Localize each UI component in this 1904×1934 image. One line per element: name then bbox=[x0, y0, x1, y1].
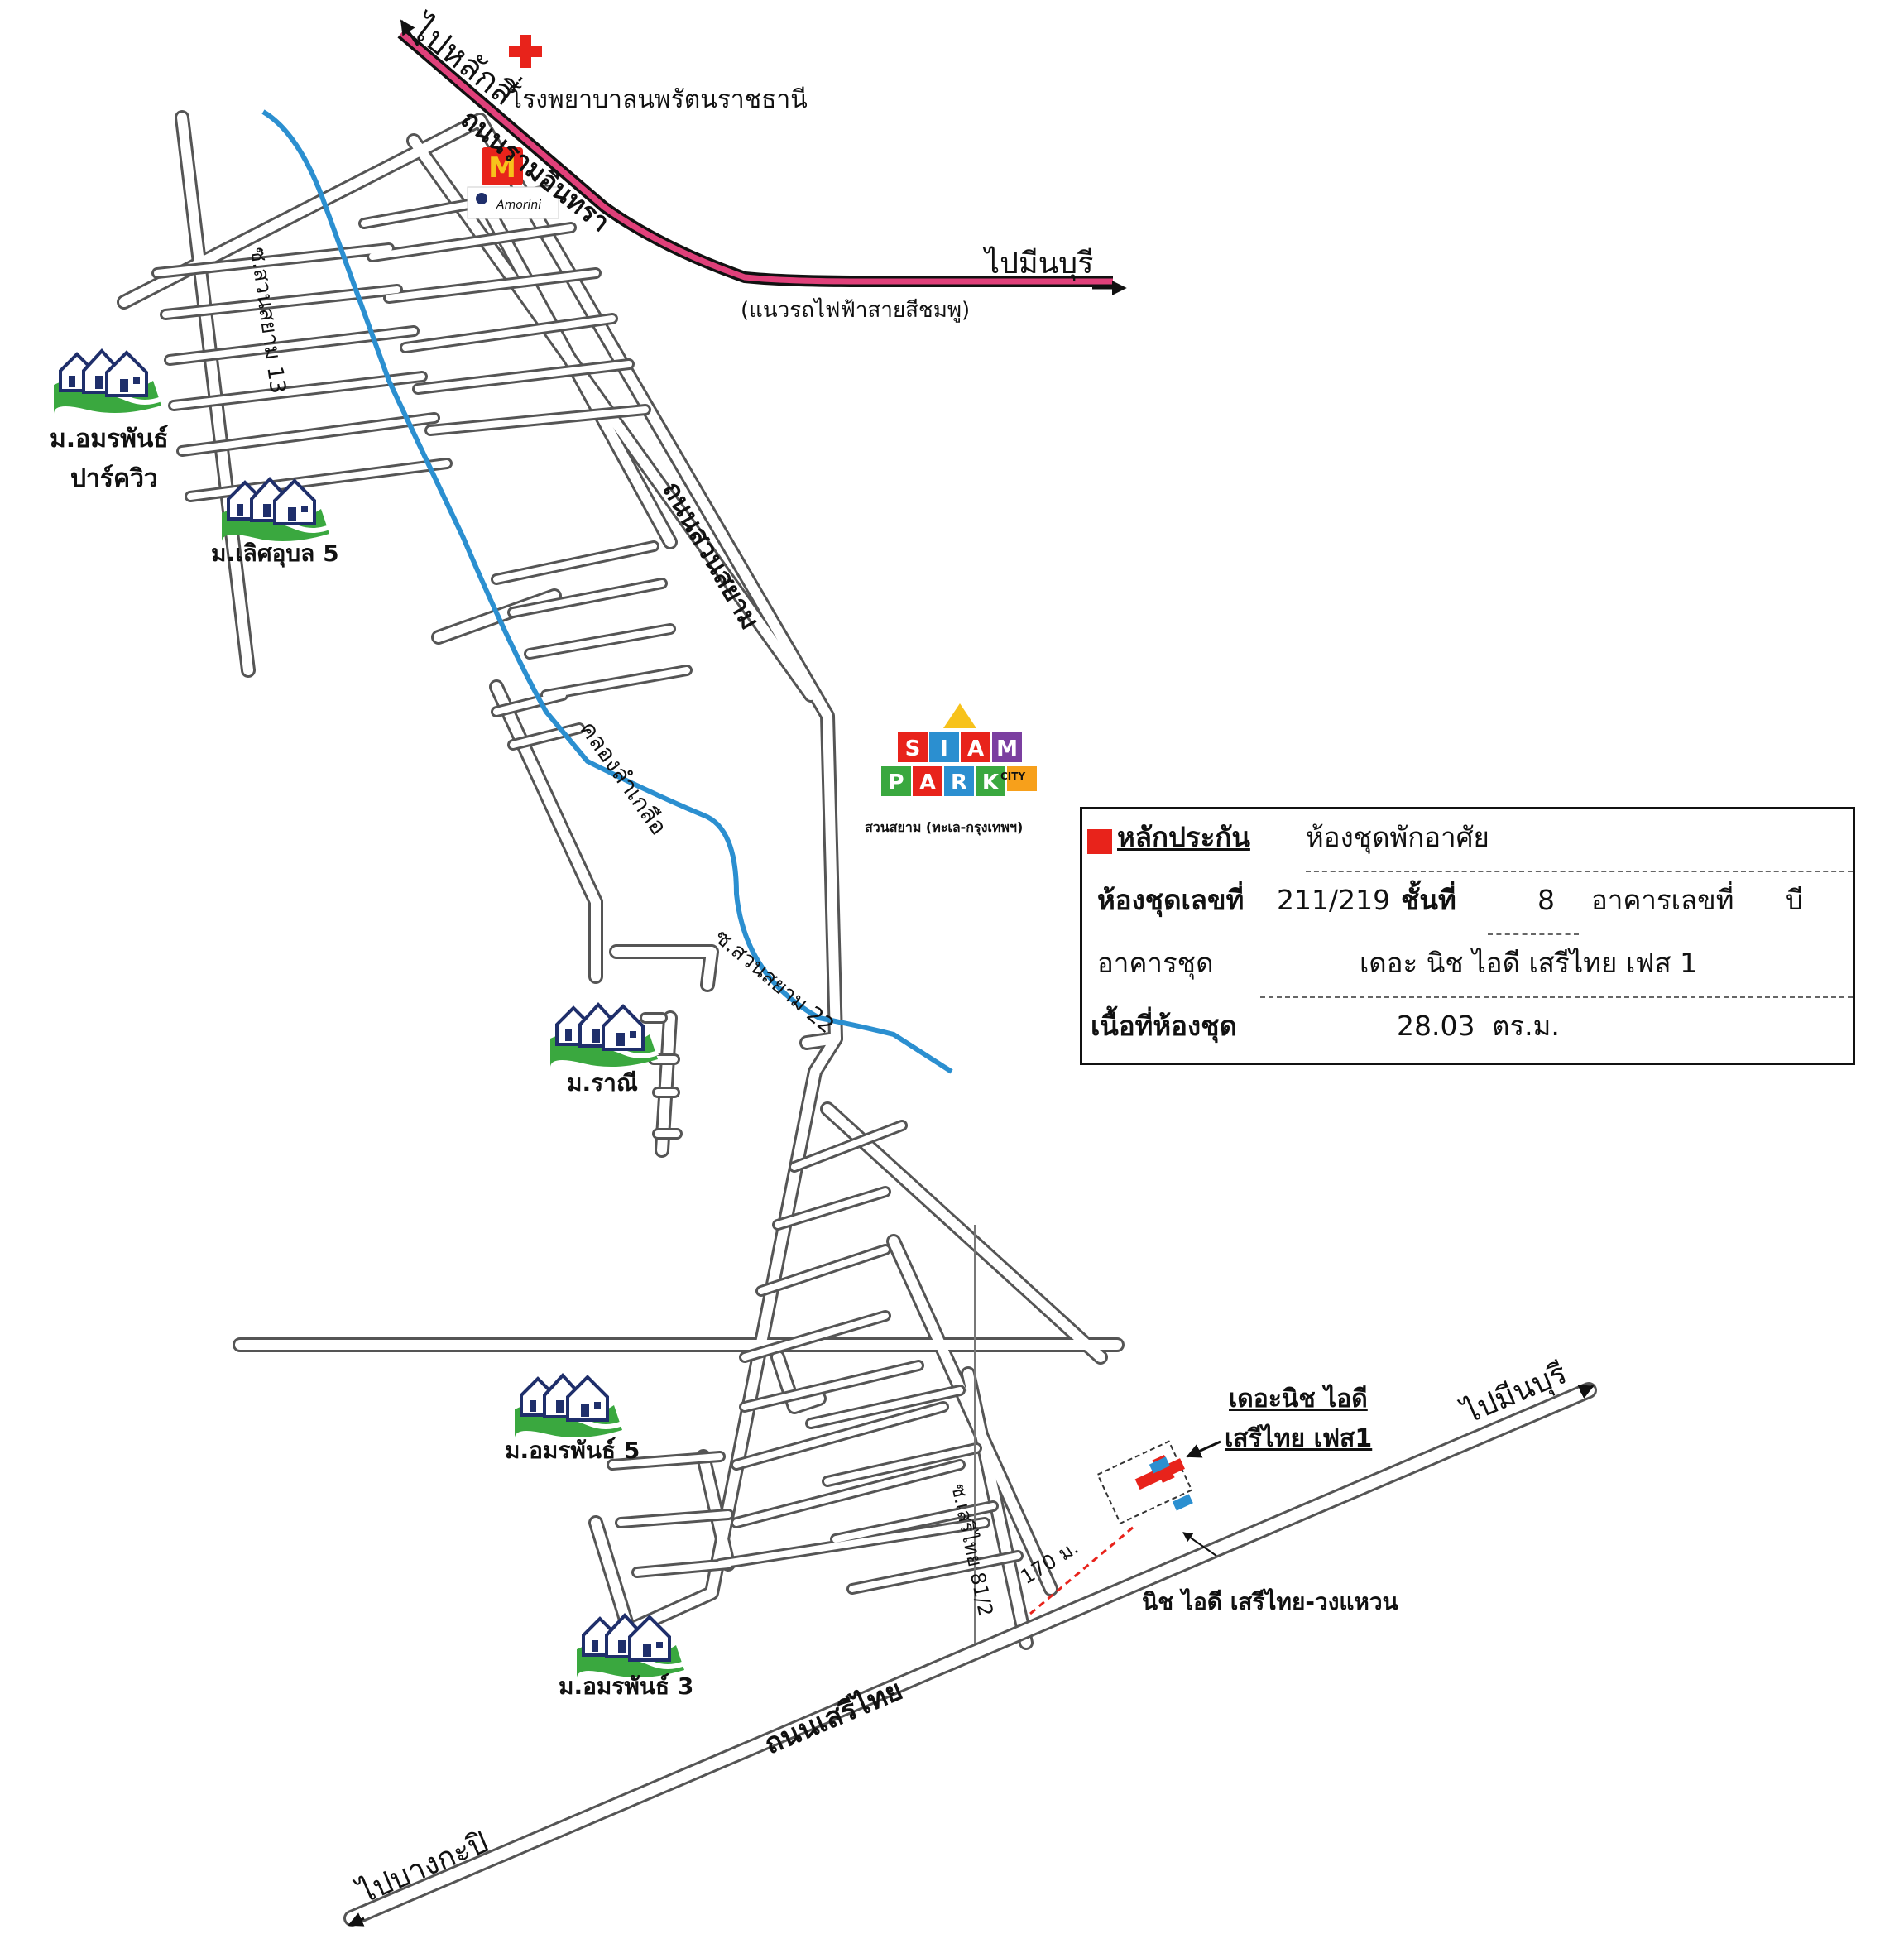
siam-park-letter: A bbox=[967, 737, 984, 761]
siam-park-logo bbox=[881, 703, 1037, 796]
hospital-icon bbox=[509, 35, 542, 68]
mcdonalds-icon: M bbox=[482, 147, 523, 185]
canal-label: คลองลำเกลือ bbox=[574, 716, 673, 840]
siam-park-sub-label: สวนสยาม (ทะเล-กรุงเทพฯ) bbox=[865, 819, 1023, 836]
project-label: อาคารชุด bbox=[1097, 947, 1214, 979]
collateral-swatch bbox=[1087, 829, 1112, 854]
area-value: 28.03 bbox=[1397, 1010, 1475, 1042]
canal-line bbox=[261, 109, 953, 1074]
village-label: ม.อมรพันธ์ 5 bbox=[505, 1437, 640, 1464]
unit-value: 211/219 bbox=[1277, 884, 1391, 916]
siam-park-city-label: CITY bbox=[1000, 770, 1025, 782]
siam-park-letter: R bbox=[951, 770, 967, 795]
legend-title: หลักประกัน bbox=[1117, 821, 1250, 853]
building-label: อาคารเลขที่ bbox=[1591, 884, 1734, 916]
amorini-icon bbox=[467, 186, 559, 219]
village-house-icon bbox=[515, 1375, 622, 1438]
village-house-icon bbox=[222, 479, 329, 542]
siam-park-letter: I bbox=[940, 737, 948, 761]
village-label: ม.เลิศอุบล 5 bbox=[211, 540, 339, 568]
siam-park-letter: K bbox=[982, 770, 1000, 795]
seri-thai-road bbox=[343, 1382, 1597, 1927]
ram-inthra-road bbox=[397, 19, 1127, 295]
area-label: เนื้อที่ห้องชุด bbox=[1091, 1010, 1237, 1042]
siam-park-letter: P bbox=[888, 770, 904, 795]
siam-park-road-label: ถนนสวนสยาม bbox=[656, 476, 766, 635]
siam-park-letter: M bbox=[996, 737, 1018, 761]
amorini-label: Amorini bbox=[496, 199, 541, 212]
project-name-line1: เดอะนิช ไอดี bbox=[1229, 1384, 1368, 1413]
village-house-icon bbox=[577, 1615, 684, 1678]
village-label: ม.อมรพันธ์ bbox=[50, 425, 169, 454]
soi-22-label: ซ.สวนสยาม 22 bbox=[710, 924, 839, 1039]
floor-label: ชั้นที่ bbox=[1401, 884, 1456, 916]
siam-park-letter: A bbox=[919, 770, 936, 795]
project-value: เดอะ นิช ไอดี เสรีไทย เฟส 1 bbox=[1360, 947, 1698, 979]
building-value: บี bbox=[1786, 884, 1803, 916]
hospital-label: โรงพยาบาลนพรัตนราชธานี bbox=[509, 84, 808, 114]
project-name-line2: เสรีไทย เฟส1 bbox=[1225, 1423, 1372, 1453]
project-site bbox=[1029, 1440, 1221, 1615]
neighbor-project-label: นิช ไอดี เสรีไทย-วงแหวน bbox=[1142, 1588, 1398, 1615]
svg-text:M: M bbox=[488, 151, 516, 185]
village-label: ม.อมรพันธ์ 3 bbox=[559, 1672, 693, 1700]
collateral-legend: หลักประกัน ห้องชุดพักอาศัย ห้องชุดเลขที่… bbox=[1080, 807, 1855, 1065]
area-unit: ตร.ม. bbox=[1492, 1010, 1560, 1042]
village-label: ปาร์ควิว bbox=[70, 464, 158, 493]
to-min-buri-top-label: ไปมีนบุรี bbox=[982, 246, 1093, 281]
floor-value: 8 bbox=[1537, 884, 1555, 916]
soi-13-label: ซ.สวนสยาม 13 bbox=[245, 246, 290, 396]
unit-label: ห้องชุดเลขที่ bbox=[1097, 884, 1245, 916]
to-lak-si-label: ไปหลักสี่ bbox=[402, 5, 525, 113]
village-house-icon bbox=[54, 351, 161, 414]
legend-type: ห้องชุดพักอาศัย bbox=[1306, 821, 1489, 853]
village-label: ม.ราณี bbox=[567, 1069, 638, 1097]
seri-thai-road-label: ถนนเสรีไทย bbox=[759, 1672, 907, 1761]
skytrain-note: (แนวรถไฟฟ้าสายสีชมพู) bbox=[741, 297, 970, 323]
siam-park-letter: S bbox=[905, 737, 921, 761]
